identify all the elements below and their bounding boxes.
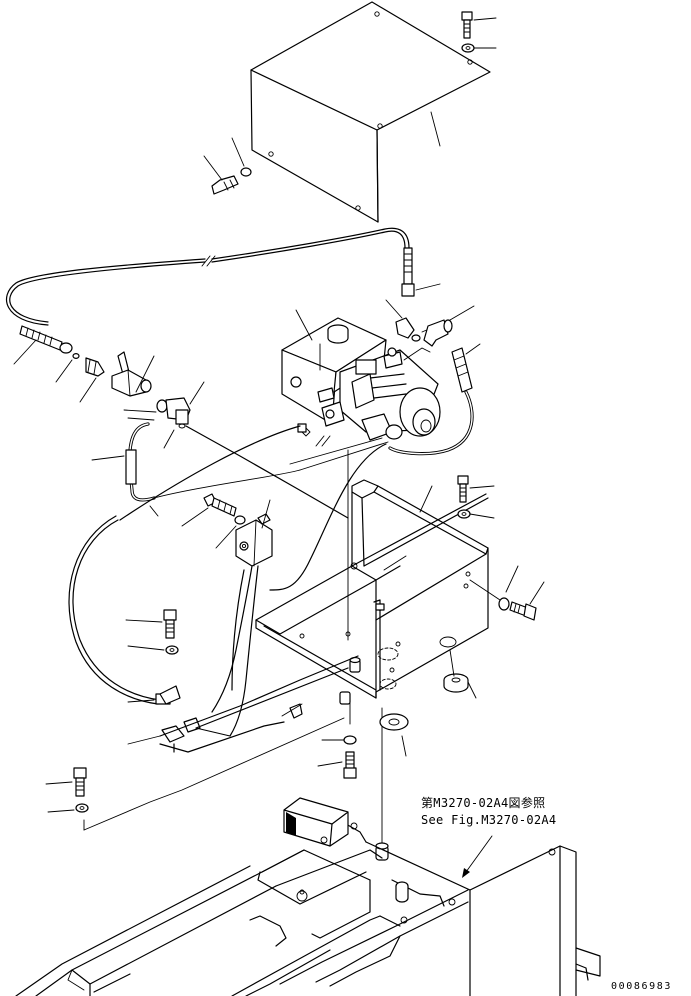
mounting-bracket xyxy=(255,479,489,699)
bracket-bolts-bottom xyxy=(317,735,357,779)
switch-bolt xyxy=(181,493,246,549)
base-frame xyxy=(15,819,601,996)
bracket-bolts-right xyxy=(457,475,545,621)
cover-bolt-left xyxy=(203,137,252,195)
pump-assembly xyxy=(281,309,441,441)
relay-box xyxy=(283,797,358,847)
reference-arrow xyxy=(462,835,493,878)
hose-left xyxy=(91,422,301,502)
control-cable xyxy=(6,227,410,326)
reference-note-en: See Fig.M3270-02A4 xyxy=(421,813,557,827)
small-fitting xyxy=(79,357,105,403)
cover-bolt-right xyxy=(461,11,497,53)
reference-note-jp: 第M3270-02A4図参照 xyxy=(421,796,546,810)
center-mount xyxy=(339,449,409,861)
cable-arc-left xyxy=(68,515,161,705)
shutoff-valve xyxy=(111,351,155,397)
rubber-mount xyxy=(443,649,477,699)
coupling-block xyxy=(123,381,205,449)
top-cover xyxy=(250,1,491,223)
pump-fittings xyxy=(385,299,481,456)
drawing-number: 00086983 xyxy=(611,981,672,992)
fitting-bolt xyxy=(401,247,441,297)
lower-left-bolt xyxy=(45,717,345,831)
connector-bracket xyxy=(159,655,359,753)
left-bolts xyxy=(125,609,231,745)
pressure-switch xyxy=(211,499,273,737)
pump-cables xyxy=(119,423,389,591)
adjuster-rod xyxy=(13,325,80,383)
